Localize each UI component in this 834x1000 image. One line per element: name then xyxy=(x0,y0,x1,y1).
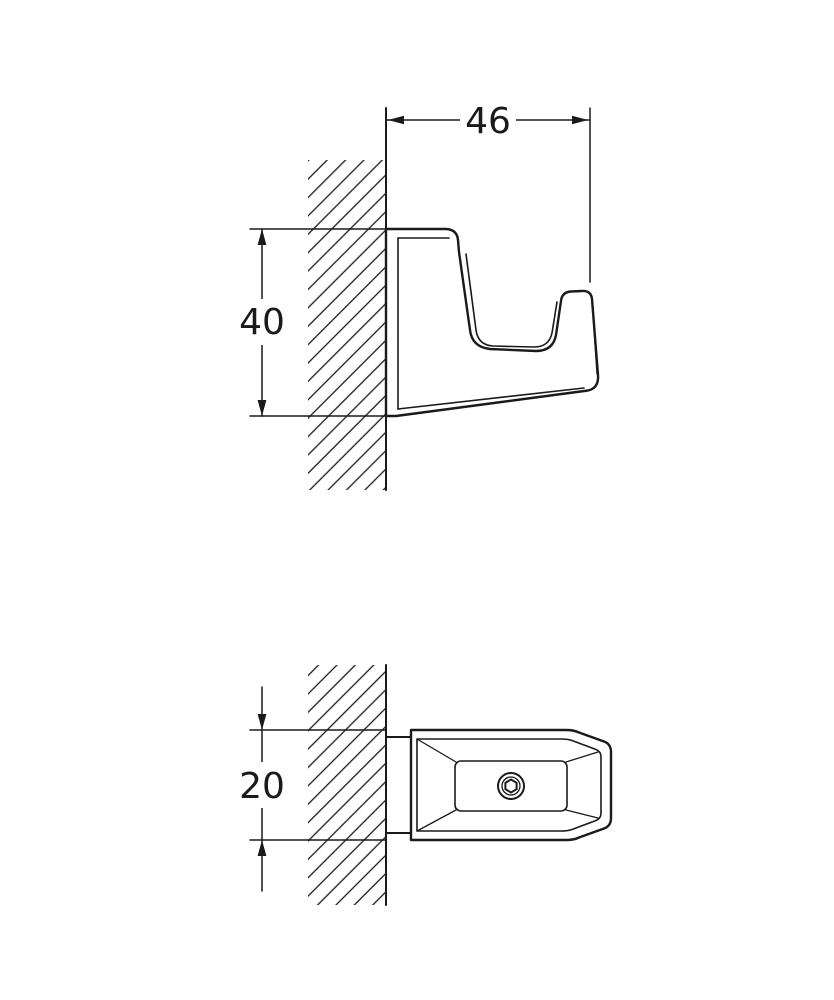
body-outer-contour xyxy=(409,728,613,842)
side-view: 46 40 xyxy=(235,99,600,491)
wall-hatch-side xyxy=(308,160,386,490)
arrowhead-down-icon xyxy=(257,400,267,416)
depth-label-bg xyxy=(235,762,289,808)
depth-dimension-label: 20 xyxy=(239,766,285,807)
screw-hex-socket-icon xyxy=(504,778,518,794)
frustum-edge-bottom-right xyxy=(565,809,599,819)
body-inner-contour xyxy=(416,738,602,832)
hook-cavity-inner-edge xyxy=(465,253,558,348)
arrowhead-up-icon xyxy=(257,229,267,245)
arrowhead-right-icon xyxy=(572,115,588,125)
screw-outer-circle xyxy=(497,772,525,800)
arrowhead-up-icon xyxy=(257,840,267,856)
hook-bottom-inner-edge xyxy=(397,387,585,410)
dimension-width: 46 xyxy=(386,99,591,283)
dimension-depth: 20 xyxy=(235,686,387,892)
recess-rect xyxy=(454,760,568,812)
frustum-edge-top-left xyxy=(416,738,457,763)
dimension-height: 40 xyxy=(235,228,387,417)
plan-view: 20 xyxy=(235,664,613,906)
width-label-bg xyxy=(460,99,516,141)
width-dimension-label: 46 xyxy=(465,101,511,142)
screw-inner-circle xyxy=(501,776,521,796)
height-dimension-label: 40 xyxy=(239,302,285,343)
arrowhead-left-icon xyxy=(388,115,404,125)
frustum-edge-top-right xyxy=(565,751,599,763)
hook-side-profile xyxy=(384,227,600,418)
wall-hatch-plan xyxy=(308,665,386,905)
hook-lip-inner-edge xyxy=(591,299,598,375)
height-label-bg xyxy=(235,299,289,345)
hook-outer-contour xyxy=(384,227,600,418)
hook-plan-outline xyxy=(385,728,613,842)
screw xyxy=(497,772,525,800)
arrowhead-down-icon xyxy=(257,714,267,730)
frustum-edge-bottom-left xyxy=(416,809,457,832)
